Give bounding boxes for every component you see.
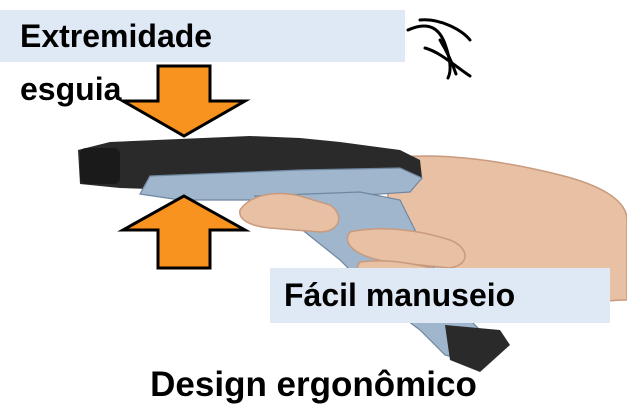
slim-tip-label-line1: Extremidade [20,18,213,54]
eye-icon [406,18,472,80]
easy-handling-text: Fácil manuseio [284,277,516,313]
slim-tip-label: Extremidade [0,10,405,62]
arrow-up [117,194,251,270]
slim-tip-label-line2: esguia [20,71,122,107]
easy-handling-label: Fácil manuseio [270,268,610,323]
arrow-down [117,64,251,138]
ergonomic-design-caption: Design ergonômico [150,365,477,404]
